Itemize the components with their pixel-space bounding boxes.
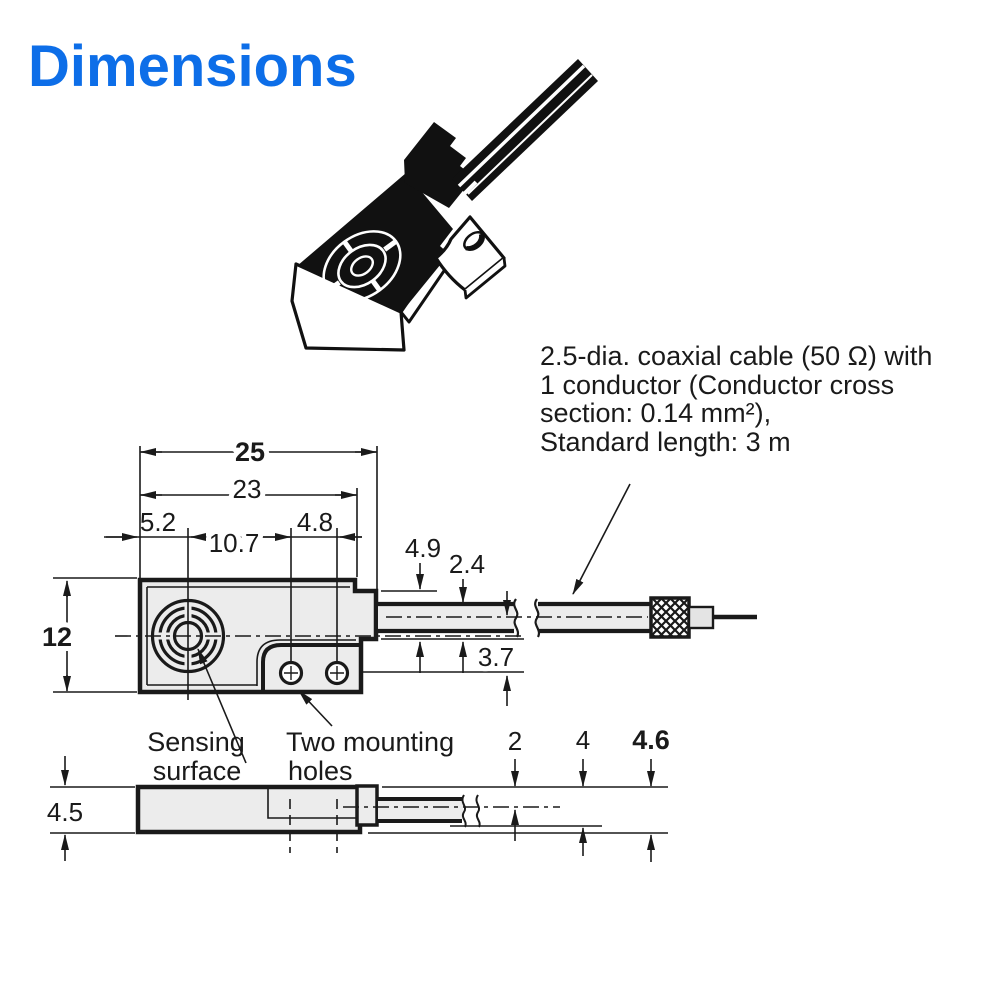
side-break-right	[475, 794, 481, 828]
cable-base-gleam	[460, 180, 478, 198]
cable-collar-side	[355, 784, 379, 827]
pictorial-ear-hole-shadow	[465, 233, 484, 251]
dim-2-4: 2.4	[449, 549, 485, 579]
dimension-lines-front	[63, 448, 511, 706]
pictorial-ear-thickness	[463, 257, 507, 300]
cable-pin-base	[687, 605, 715, 630]
pictorial-cable	[452, 59, 598, 201]
sensor-body-side	[135, 784, 363, 835]
cable-break-left	[513, 598, 519, 638]
mounting-hole-1	[278, 660, 304, 686]
extension-lines-front	[53, 446, 524, 693]
sensing-surface-label-1: Sensing	[147, 727, 245, 757]
side-break-left	[461, 794, 467, 828]
extension-lines-side	[50, 786, 668, 834]
sensing-surface-label-2: surface	[153, 756, 242, 786]
cable-note-leader	[572, 483, 631, 595]
cable-note: 2.5-dia. coaxial cable (50 Ω) with 1 con…	[540, 341, 932, 595]
pictorial-mounting-ear	[434, 215, 506, 292]
dim-3-7: 3.7	[478, 642, 514, 672]
dim-4-5: 4.5	[47, 797, 83, 827]
cable-note-line3: section: 0.14 mm²),	[540, 398, 771, 428]
pictorial-top-face	[297, 173, 453, 313]
mounting-hole-2	[324, 660, 350, 686]
cable-highlight	[457, 64, 586, 188]
cable-ferrule	[649, 596, 691, 639]
dim-12: 12	[42, 622, 72, 652]
pictorial-cable-neck	[404, 122, 474, 208]
cable-break-right	[534, 598, 540, 638]
cable-front	[378, 596, 757, 639]
mounting-holes-label-1: Two mounting	[286, 727, 454, 757]
dim-4-6: 4.6	[632, 725, 670, 755]
side-view: 4.5 2 4 4.6	[47, 725, 670, 862]
flange-edge-side	[267, 789, 356, 819]
dim-4-8: 4.8	[297, 507, 333, 537]
front-view: 25 23 5.2 10.7 4.8 4.9 2.4 3.7 12 Sensin…	[37, 432, 757, 786]
cable-note-line2: 1 conductor (Conductor cross	[540, 370, 894, 400]
hole-centerlines-side	[289, 799, 338, 853]
dim-10-7: 10.7	[209, 528, 260, 558]
notch-thin-line	[256, 639, 356, 686]
sensing-surface-leader	[197, 648, 247, 764]
cable-side	[343, 794, 560, 828]
dimension-lines-side	[61, 756, 655, 862]
cable-note-line4: Standard length: 3 m	[540, 427, 791, 457]
dim-5-2: 5.2	[140, 507, 176, 537]
dim-25: 25	[235, 437, 265, 467]
dim-4: 4	[576, 725, 590, 755]
dim-23: 23	[233, 474, 262, 504]
page-title: Dimensions	[28, 34, 357, 99]
mounting-holes-leader	[298, 690, 333, 727]
cable-highlight-2	[467, 74, 593, 195]
sensing-face-emblem	[322, 230, 402, 302]
sensor-pictorial	[290, 59, 598, 352]
cable-note-line1: 2.5-dia. coaxial cable (50 Ω) with	[540, 341, 932, 371]
mounting-holes-label-2: holes	[288, 756, 353, 786]
dim-4-9: 4.9	[405, 533, 441, 563]
notch-thick-line	[261, 643, 359, 690]
dim-2: 2	[508, 726, 522, 756]
